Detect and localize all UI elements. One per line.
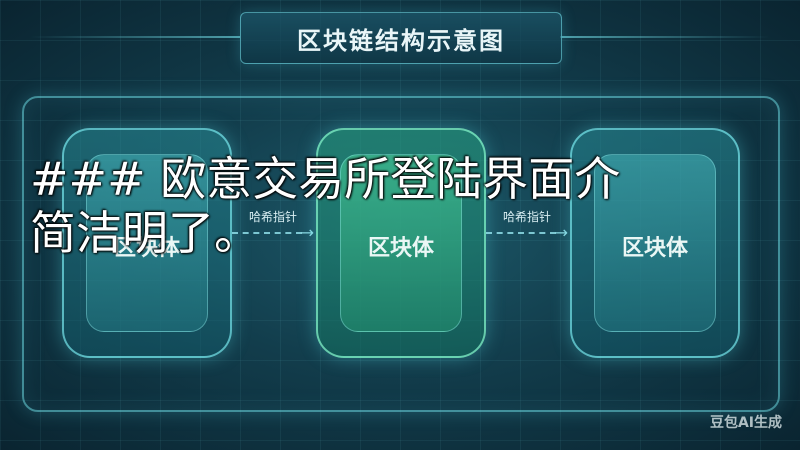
diagram-title: 区块链结构示意图 [297, 26, 505, 55]
connector-1-line [232, 232, 302, 234]
block-1-inner [86, 154, 208, 332]
connector-2-label: 哈希指针 [502, 210, 551, 224]
connector-1: 哈希指针 → [232, 208, 314, 248]
watermark: 豆包AI生成 [709, 415, 782, 431]
connector-2: 哈希指针 → [486, 208, 568, 248]
block-3-label: 区块体 [621, 236, 688, 261]
block-2: 区块体 [316, 128, 486, 358]
arrow-right-icon: → [554, 223, 568, 242]
overlay-heading-text: ### 欧意交易所登陆界面介 简洁明了。 [30, 152, 621, 260]
block-3: 区块体 [570, 128, 740, 358]
block-3-inner [594, 154, 716, 332]
block-2-inner [340, 154, 462, 332]
title-banner: 区块链结构示意图 [240, 12, 562, 64]
title-decor-line-left [30, 36, 240, 38]
block-2-label: 区块体 [367, 236, 434, 261]
title-decor-line-right [560, 36, 770, 38]
block-1: 区块体 [62, 128, 232, 358]
diagram-frame [22, 96, 780, 412]
block-1-label: 区块体 [113, 236, 180, 261]
connector-2-line [486, 232, 556, 234]
connector-1-label: 哈希指针 [248, 210, 297, 224]
arrow-right-icon: → [300, 223, 314, 242]
